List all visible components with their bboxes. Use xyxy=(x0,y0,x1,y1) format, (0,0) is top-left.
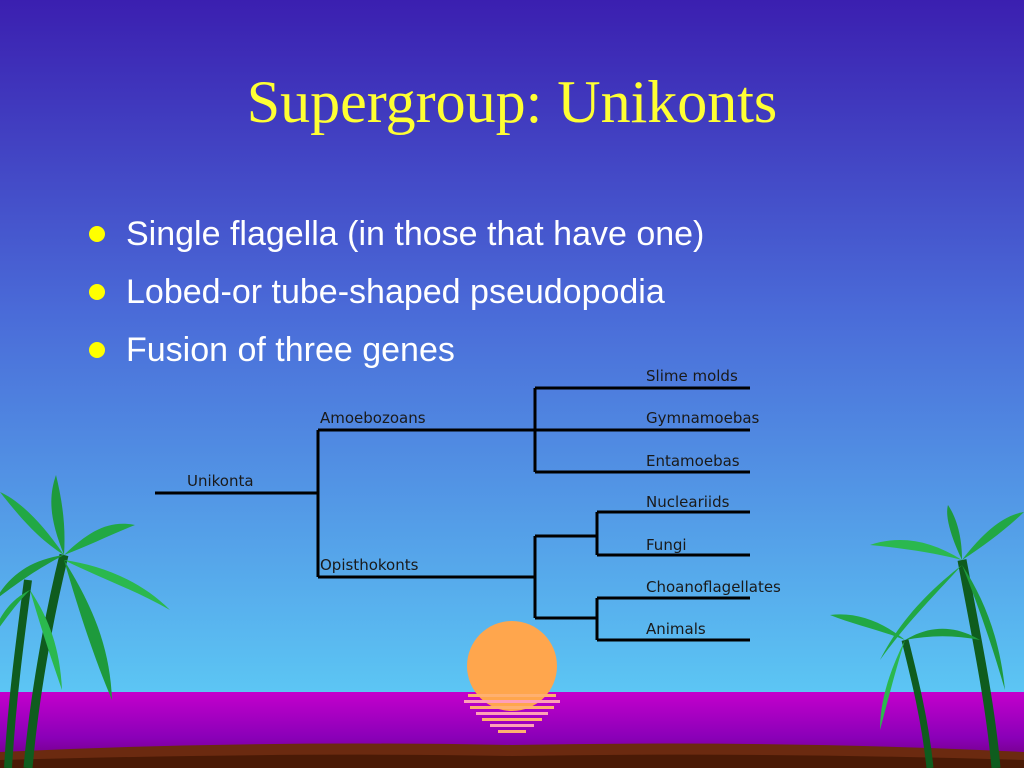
bullet-text: Single flagella (in those that have one) xyxy=(126,215,705,253)
palm-tree-icon xyxy=(830,505,1024,768)
leaf-label: Choanoflagellates xyxy=(646,578,781,596)
slide-title: Supergroup: Unikonts xyxy=(246,69,778,135)
bullet-dot-icon xyxy=(89,284,105,300)
leaf-label: Fungi xyxy=(646,536,687,554)
leaf-label: Slime molds xyxy=(646,367,738,385)
leaf-label: Gymnamoebas xyxy=(646,409,760,427)
leaf-label: Nucleariids xyxy=(646,493,730,511)
tree-root-label: Unikonta xyxy=(187,472,254,490)
bullet-text: Fusion of three genes xyxy=(126,331,455,369)
bullet-item: Lobed-or tube-shaped pseudopodia xyxy=(88,263,704,321)
bullet-dot-icon xyxy=(89,226,105,242)
sunset-icon xyxy=(464,621,560,733)
bullet-item: Fusion of three genes xyxy=(88,321,704,379)
leaf-label: Animals xyxy=(646,620,706,638)
bullet-list: Single flagella (in those that have one)… xyxy=(88,205,704,379)
clade-label-amoebozoans: Amoebozoans xyxy=(320,409,426,427)
palm-tree-icon xyxy=(0,475,170,768)
tree-branches xyxy=(155,386,750,642)
bullet-item: Single flagella (in those that have one) xyxy=(88,205,704,263)
leaf-label: Entamoebas xyxy=(646,452,740,470)
bullet-text: Lobed-or tube-shaped pseudopodia xyxy=(126,273,665,311)
clade-label-opisthokonts: Opisthokonts xyxy=(320,556,419,574)
bullet-dot-icon xyxy=(89,342,105,358)
